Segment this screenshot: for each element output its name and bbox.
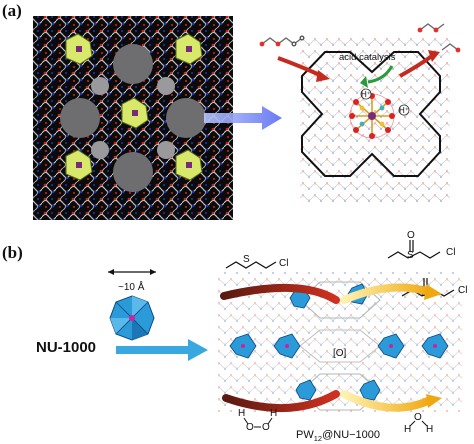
sulfide-cl-atom: Cl [279,258,288,269]
framework-cluster [359,379,381,401]
yellow-water-arrow [340,390,434,412]
pore [157,141,175,159]
water-o: O [414,412,422,423]
sulfide-reactant [225,261,277,269]
zoom-arrow [204,106,282,130]
pore [157,77,175,95]
proton-marker: H⁺ [360,88,372,100]
framework-cluster [295,379,317,401]
proton-marker: H⁺ [398,104,410,116]
framework-cluster [377,333,405,359]
acid-catalysis-label: acid catalysis [339,52,396,63]
hydrogen-peroxide-molecule: H O O H [238,408,277,433]
peroxide-o2: O [262,422,270,433]
composite-suffix: @NU−1000 [322,429,380,441]
encapsulation-arrow [116,339,208,361]
pore [60,98,100,138]
cluster-size-indicator: ~10 Å [108,269,156,293]
polyoxometalate-cluster [175,33,203,65]
cluster-size-label: ~10 Å [118,280,145,293]
sulfide-s-atom: S [243,254,250,265]
encapsulated-cluster [349,93,395,139]
red-oxidant-arrow [222,390,340,413]
sulfone-o-atom: O [407,230,415,241]
polyoxometalate-cluster [65,149,93,181]
catalysis-cycle-arrow [367,65,394,84]
peroxide-h1: H [238,408,245,419]
keggin-cluster-icon [109,295,155,341]
framework-cluster [273,333,301,359]
proton-label: H⁺ [361,90,371,99]
product-molecule [417,23,445,33]
water-h1: H [404,424,411,435]
panel-b-label: (b) [2,243,23,262]
mof-structure-image [33,16,233,220]
oxidant-label: [O] [333,348,347,359]
pore [166,98,206,138]
polyoxometalate-cluster [65,33,93,65]
red-reactant-arrow [220,283,340,304]
composite-subscript: 12 [314,434,322,443]
yellow-product-arrow [340,283,434,304]
polyoxometalate-cluster [121,97,149,129]
peroxide-o1: O [246,422,254,433]
proton-label: H⁺ [399,106,409,115]
water-molecule: H O H [404,412,433,435]
pore-outline [301,51,441,177]
water-h2: H [426,424,433,435]
composite-prefix: PW [296,429,314,441]
panel-a-label: (a) [2,1,22,20]
product-out-arrow [399,54,434,78]
sulfone-cl-top: Cl [446,247,455,258]
polyoxometalate-cluster [175,149,203,181]
pore [91,77,109,95]
sulfone-product [387,240,441,259]
mof-name-label: NU-1000 [36,339,96,356]
framework-cluster [421,333,449,359]
reactant-molecule [259,35,305,47]
framework-cluster [229,333,257,359]
pore [113,44,153,84]
pore [113,152,153,192]
composite-name-label: PW12@NU−1000 [296,429,380,443]
sulfone-cl-mid: Cl [458,285,467,296]
pore [91,141,109,159]
sulfone-s-atom: S [407,250,414,261]
peroxide-h2: H [270,408,277,419]
product-molecule [441,43,461,53]
